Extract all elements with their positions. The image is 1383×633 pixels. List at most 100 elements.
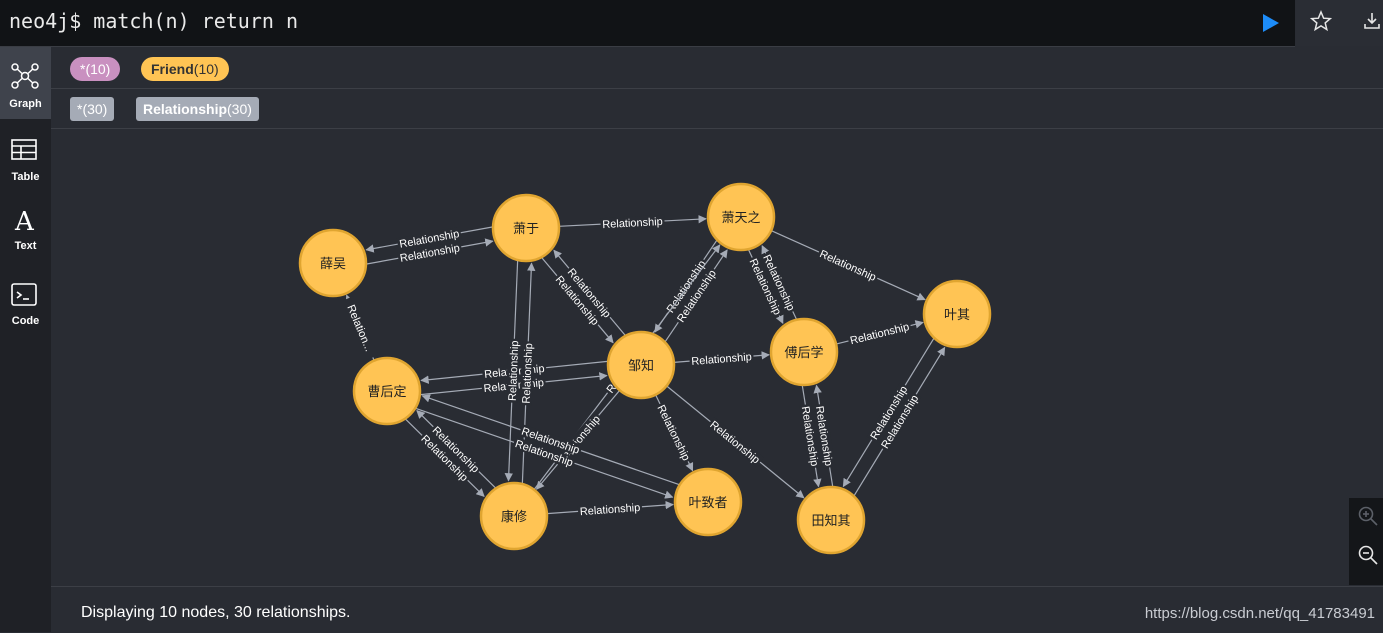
code-icon	[11, 283, 37, 306]
relationship-edge-label: Relationship	[691, 351, 752, 368]
sidebar-item-graph[interactable]: Graph	[0, 47, 51, 119]
relationship-edge-label: Relationship	[818, 248, 878, 284]
edge-label-background	[512, 436, 577, 469]
node-circle[interactable]	[479, 481, 549, 551]
download-icon[interactable]	[1361, 10, 1383, 32]
sidebar-item-table[interactable]: Table	[0, 123, 51, 195]
node-xue[interactable]: 薛吴	[298, 228, 368, 298]
edge-label-background	[662, 256, 709, 317]
relationship-edge-label: Relationship	[654, 403, 691, 463]
edge-label-background	[847, 319, 913, 347]
zoom-in-icon[interactable]	[1357, 505, 1379, 527]
node-circle[interactable]	[298, 228, 368, 298]
edge-label-background	[397, 240, 463, 265]
friend-label-count: (10)	[193, 61, 219, 77]
all-rels-count: *(30)	[77, 101, 108, 117]
relationship-edge-label: Relation...	[344, 303, 374, 353]
node-tian[interactable]: 田知其	[796, 485, 866, 555]
relationship-type-legend: *(30) Relationship(30)	[51, 89, 1383, 129]
node-cao[interactable]: 曹后定	[352, 356, 422, 426]
node-xiaoyu[interactable]: 萧于	[491, 193, 561, 263]
edge-label-background	[342, 296, 379, 360]
sidebar-item-text[interactable]: A Text	[0, 195, 51, 267]
relationship-edge-label: Relationship	[521, 343, 536, 404]
edge-label-background	[706, 416, 764, 467]
node-xiaotian[interactable]: 萧天之	[706, 182, 776, 252]
node-label: 萧于	[513, 222, 539, 237]
node-circle[interactable]	[673, 467, 743, 537]
node-circle[interactable]	[491, 193, 561, 263]
node-label: 萧天之	[721, 211, 760, 226]
status-text: Displaying 10 nodes, 30 relationships.	[81, 604, 351, 621]
all-nodes-pill[interactable]: *(10)	[70, 57, 121, 81]
node-label: 叶其	[944, 308, 970, 323]
edge-label-background	[746, 255, 785, 319]
relationship-edge-label: Relationship	[849, 321, 911, 347]
relationship-type-pill[interactable]: Relationship(30)	[136, 97, 259, 121]
zoom-out-icon[interactable]	[1357, 544, 1379, 566]
relationship-type-count: (30)	[227, 101, 252, 117]
edge-label-background	[577, 500, 643, 518]
node-yeqi[interactable]: 叶其	[922, 279, 992, 349]
friend-label-pill[interactable]: Friend(10)	[141, 57, 229, 81]
action-bar	[1296, 0, 1383, 46]
edge-label-background	[654, 401, 694, 464]
sidebar-label-code: Code	[11, 315, 40, 327]
node-circle[interactable]	[796, 485, 866, 555]
node-fu[interactable]: 傅后学	[769, 317, 839, 387]
edge-label-background	[417, 431, 472, 485]
edge-label-background	[505, 338, 521, 403]
sidebar-label-table: Table	[11, 171, 40, 183]
node-label: 叶致者	[688, 496, 727, 511]
edge-label-background	[518, 424, 583, 457]
node-zou[interactable]: 邹知	[606, 330, 676, 400]
node-label: 邹知	[628, 358, 654, 374]
edge-label-background	[552, 271, 603, 329]
watermark-text: https://blog.csdn.net/qq_41783491	[1144, 605, 1375, 622]
node-circle[interactable]	[352, 356, 422, 426]
star-icon[interactable]	[1310, 10, 1332, 32]
all-nodes-count: *(10)	[80, 61, 111, 77]
node-label: 康修	[501, 509, 527, 525]
text-icon: A	[14, 207, 35, 235]
edge-label-background	[600, 214, 665, 231]
table-icon	[11, 139, 37, 160]
all-rels-pill[interactable]: *(30)	[70, 97, 115, 121]
node-label: 傅后学	[784, 345, 823, 361]
svg-text:A: A	[14, 207, 35, 235]
node-label-legend: *(10) Friend(10)	[51, 47, 1383, 89]
node-circle[interactable]	[706, 182, 776, 252]
query-text[interactable]: neo4j$ match(n) return n	[9, 9, 298, 33]
node-yezhi[interactable]: 叶致者	[673, 467, 743, 537]
edge-label-background	[877, 391, 922, 452]
graph-svg[interactable]: RelationshipRelationshipRelation...Relat…	[51, 129, 1349, 586]
edge-label-background	[689, 350, 754, 368]
node-label: 薛吴	[320, 257, 346, 272]
node-circle[interactable]	[922, 279, 992, 349]
edge-label-background	[429, 422, 484, 476]
friend-label-name: Friend	[151, 61, 194, 77]
relationship-edge-label: Relationship	[707, 419, 762, 467]
edge-label-background	[673, 265, 720, 326]
node-label: 田知其	[811, 513, 850, 529]
edge-label-background	[816, 246, 880, 284]
edge-label-background	[564, 264, 615, 322]
edge-label-background	[396, 226, 462, 251]
relationship-edge-label: Relationship	[579, 502, 640, 518]
edge-label-background	[760, 250, 799, 314]
relationship-type-name: Relationship	[143, 101, 228, 117]
run-icon[interactable]	[1258, 12, 1282, 34]
node-kang[interactable]: 康修	[479, 481, 549, 551]
sidebar-label-graph: Graph	[9, 98, 42, 110]
query-editor[interactable]: neo4j$ match(n) return n	[0, 0, 1295, 47]
node-circle[interactable]	[769, 317, 839, 387]
status-bar: Displaying 10 nodes, 30 relationships. h…	[51, 586, 1383, 633]
node-label: 曹后定	[367, 385, 406, 400]
sidebar-label-text: Text	[14, 240, 37, 252]
sidebar-item-code[interactable]: Code	[0, 269, 51, 341]
edge-label-background	[866, 382, 911, 443]
result-view-sidebar: Graph Table A Text Code	[0, 47, 51, 632]
edge-label-background	[519, 341, 535, 406]
node-circle[interactable]	[606, 330, 676, 400]
